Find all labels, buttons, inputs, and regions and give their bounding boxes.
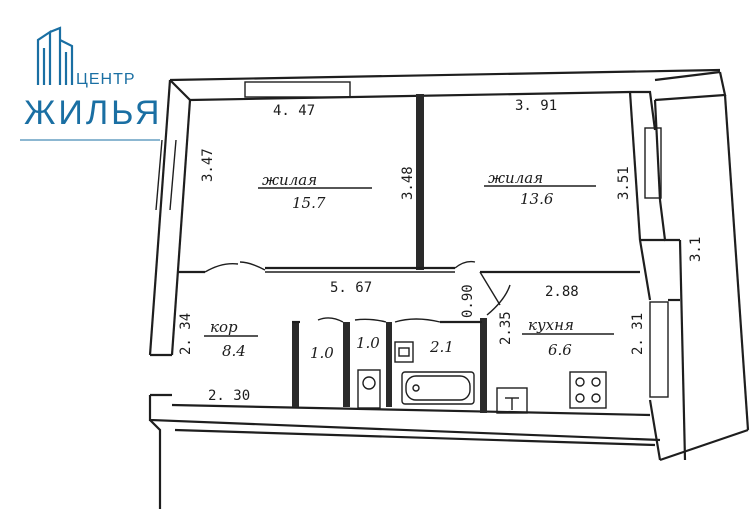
logo-text-top: ЦЕНТР [76, 71, 136, 88]
bathroom-area: 2.1 [429, 338, 454, 356]
toilet-icon [357, 369, 381, 409]
dim-corridor-left: 2. 34 [178, 313, 194, 355]
dim-living1-right: 3.48 [400, 166, 416, 200]
living-room-1-area: 15.7 [292, 194, 326, 212]
dim-living1-top: 4. 47 [273, 103, 315, 119]
dim-bath-height: 2.35 [498, 311, 514, 345]
wall-closet2-right [386, 322, 392, 407]
window-right-living [644, 127, 662, 199]
dim-living2-right: 3.51 [616, 166, 632, 200]
logo-text-main: ЖИЛЬЯ [24, 94, 162, 132]
closet-2-area: 1.0 [356, 334, 380, 352]
interior-walls [178, 94, 640, 413]
sink-icon [394, 341, 414, 363]
bathtub-icon [401, 371, 475, 405]
building-icon [36, 26, 74, 85]
closet-1-area: 1.0 [310, 344, 334, 362]
outer-walls [148, 68, 750, 509]
room-labels: жилая 15.7 жилая 13.6 кор 8.4 1.0 1.0 2.… [204, 169, 614, 362]
dimension-labels: 4. 47 3. 91 3.47 3.48 3.51 3.1 5. 67 2.8… [178, 98, 704, 404]
dim-corridor-bottom: 2. 30 [208, 388, 250, 404]
stove-icon [569, 371, 607, 409]
wall-closet1-right [343, 322, 350, 407]
dim-hall-width: 5. 67 [330, 280, 372, 296]
corridor-name: кор [210, 318, 238, 336]
living-room-2-area: 13.6 [520, 190, 554, 208]
dim-balcony: 3.1 [688, 237, 704, 262]
wall-between-living [416, 94, 424, 270]
dim-living1-left: 3.47 [200, 148, 216, 182]
living-room-2-name: жилая [488, 169, 543, 187]
window-right-kitchen [649, 301, 669, 398]
fixtures [357, 341, 607, 414]
kitchen-sink-icon [496, 387, 528, 414]
kitchen-area: 6.6 [548, 341, 572, 359]
kitchen-name: кухня [528, 316, 574, 334]
living-room-1-name: жилая [262, 171, 317, 189]
window-top-left [244, 81, 351, 98]
logo: ЦЕНТР ЖИЛЬЯ [20, 26, 162, 141]
wall-closet1-left [292, 322, 299, 407]
dim-kitchen-top: 2.88 [545, 284, 579, 300]
dim-door-width: 0.90 [460, 284, 476, 318]
corridor-area: 8.4 [222, 342, 246, 360]
dim-kitchen-right: 2. 31 [630, 313, 646, 355]
wall-bath-right [480, 318, 487, 413]
dim-living2-top: 3. 91 [515, 98, 557, 114]
